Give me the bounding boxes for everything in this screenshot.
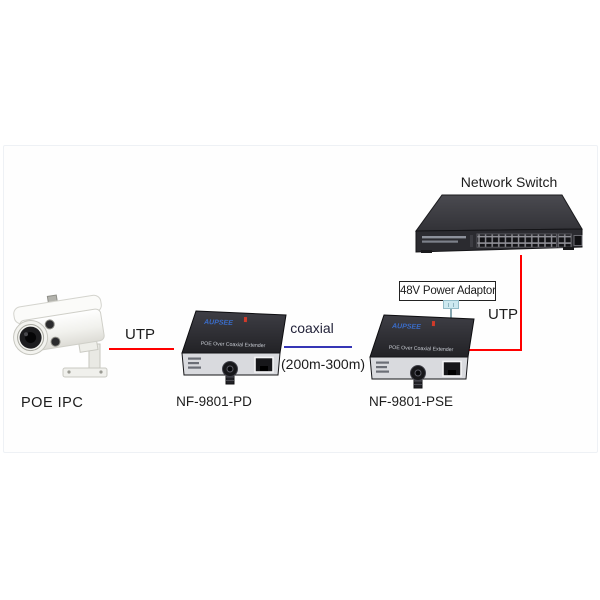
nf-9801-pd-image: AUPSEE POE Over Coaxial Extender (181, 310, 287, 385)
coaxial-label: coaxial (290, 320, 334, 336)
power-adaptor-label-box: 48V Power Adaptor (399, 281, 496, 301)
brand-logo: AUPSEE (391, 323, 421, 331)
brand-logo: AUPSEE (203, 319, 233, 327)
rj45-port-icon (254, 356, 274, 373)
brand-logo-mark (243, 316, 248, 323)
utp-label-right: UTP (488, 306, 518, 323)
camera-ir-led-icon (50, 336, 61, 347)
bnc-connector-icon (222, 361, 238, 385)
switch-top-face (415, 194, 583, 232)
switch-vent-labels (422, 235, 473, 247)
brand-logo-mark (431, 320, 436, 327)
switch-foot (421, 250, 432, 253)
coaxial-range-label: (200m-300m) (281, 356, 366, 372)
network-switch-label: Network Switch (460, 174, 558, 190)
power-plug-icon (443, 300, 459, 309)
poe-ipc-label: POE IPC (21, 395, 84, 411)
utp-label-left: UTP (125, 326, 155, 343)
coaxial-cable-line (284, 346, 352, 348)
switch-port-grid (476, 233, 572, 248)
utp-cable-line-left (109, 348, 174, 350)
utp-cable-line-right-vertical (520, 255, 522, 351)
camera-ir-led-icon (44, 319, 55, 330)
nf-9801-pse-label: NF-9801-PSE (368, 394, 454, 409)
device-caption: POE Over Coaxial Extender (389, 345, 454, 353)
nf-9801-pd-label: NF-9801-PD (176, 394, 252, 409)
bnc-connector-icon (410, 365, 426, 389)
power-cable-line (450, 308, 452, 324)
poe-camera-image (13, 294, 108, 378)
device-caption: POE Over Coaxial Extender (201, 341, 266, 349)
network-switch-image (415, 194, 583, 253)
switch-sfp-port-icon (573, 235, 583, 246)
rj45-port-icon (442, 360, 462, 377)
status-leds (376, 361, 389, 373)
switch-foot (563, 247, 574, 250)
utp-cable-line-right-horizontal (468, 349, 522, 351)
nf-9801-pse-image: AUPSEE POE Over Coaxial Extender (369, 314, 475, 389)
status-leds (188, 357, 201, 369)
